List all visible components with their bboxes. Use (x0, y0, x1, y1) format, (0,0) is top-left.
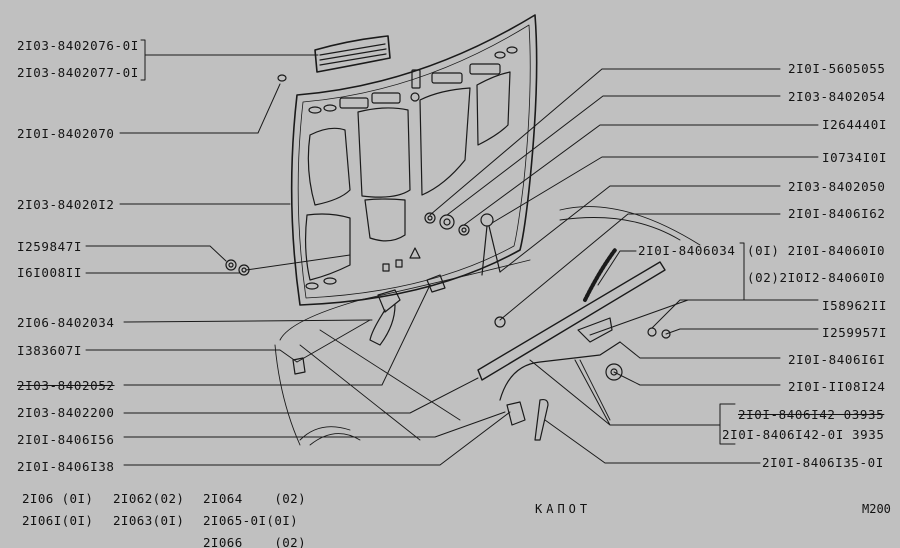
part-label-vent-grille-b: 2I03-8402077-0I (17, 65, 139, 80)
part-label-lock-02: (02)2I0I2-84060I0 (747, 270, 886, 285)
part-label-lever-bracket: 2I0I-8406I38 (17, 459, 115, 474)
model-cell: 2I062(02) (113, 491, 185, 506)
part-label-washer-c: I0734I0I (822, 150, 888, 165)
part-label-cable-clip: 2I0I-8406I56 (17, 432, 115, 447)
model-cell: 2I06I(0I) (22, 513, 94, 528)
hood-panel-shape (290, 14, 538, 306)
part-label-prop-rod: 2I03-8402200 (17, 405, 115, 420)
car-body-shape (274, 206, 701, 446)
part-label-latch-clip: 2I0I-8406I62 (788, 206, 886, 221)
part-label-hook: 2I03-8402054 (788, 89, 886, 104)
part-label-lock-01: (0I) 2I0I-84060I0 (747, 243, 886, 258)
model-cell: 2I06 (0I) (22, 491, 94, 506)
model-cell: 2I066 (02) (203, 535, 307, 548)
vent-grille-shape (277, 35, 391, 82)
part-label-bolt: I383607I (17, 343, 83, 358)
part-label-washer-a: I6I008II (17, 265, 83, 280)
part-label-hinge: 2I06-8402034 (17, 315, 115, 330)
model-cell: 2I064 (02) (203, 491, 307, 506)
model-cell: 2I065-0I(0I) (203, 513, 299, 528)
part-label-washer-b: I264440I (822, 117, 888, 132)
model-cell: 2I063(0I) (113, 513, 185, 528)
part-label-hood-stay: 2I03-8402050 (788, 179, 886, 194)
part-label-plug: 2I0I-8402070 (17, 126, 115, 141)
part-label-vent-grille-a: 2I03-8402076-0I (17, 38, 139, 53)
part-label-cable-struck: 2I0I-8406I42 03935 (738, 407, 885, 422)
diagram-title: КАПОТ (535, 502, 592, 516)
part-label-cable-end: 2I0I-8406I6I (788, 352, 886, 367)
part-label-nut-b: I58962II (822, 298, 888, 313)
left-leader-lines (85, 39, 511, 466)
part-label-bumper: 2I0I-II08I24 (788, 379, 886, 394)
right-leader-lines (429, 68, 819, 464)
part-label-nut-c: I259957I (822, 325, 888, 340)
part-label-spring: 2I0I-8406034 (638, 243, 736, 258)
hardware-shapes (225, 212, 671, 441)
part-label-hood-panel: 2I03-84020I2 (17, 197, 115, 212)
part-label-hood-seal: 2I0I-5605055 (788, 61, 886, 76)
part-label-bracket-struck: 2I03-8402052 (17, 378, 115, 393)
part-label-handle: 2I0I-8406I35-0I (762, 455, 884, 470)
part-label-nut-a: I259847I (17, 239, 83, 254)
sheet-code: M200 (862, 502, 891, 516)
part-label-cable-01: 2I0I-8406I42-0I 3935 (722, 427, 885, 442)
